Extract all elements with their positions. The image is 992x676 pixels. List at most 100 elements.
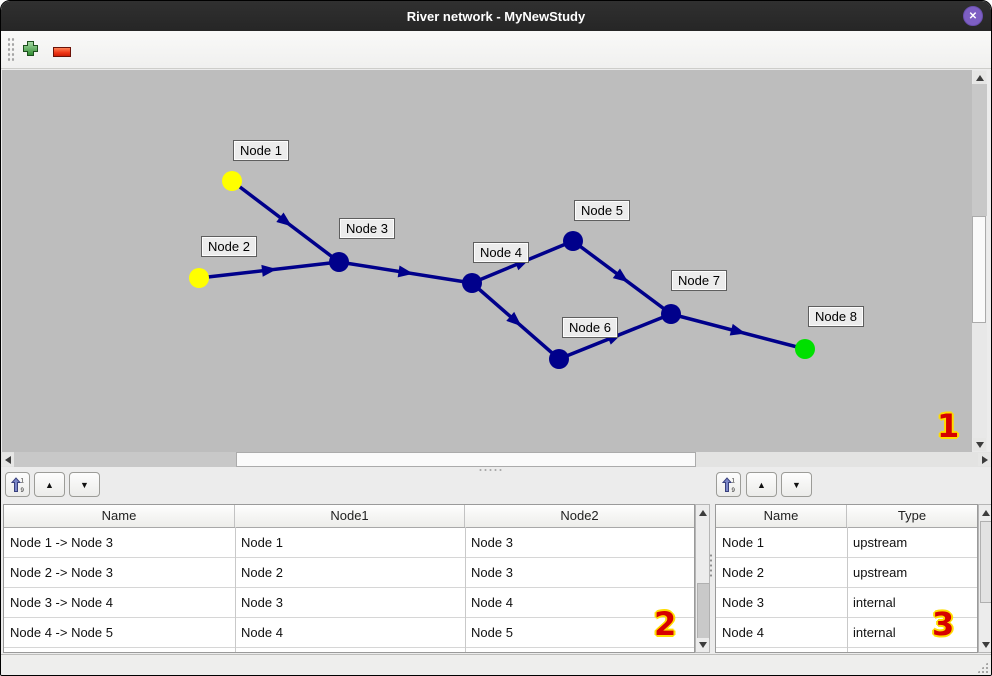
titlebar[interactable]: River network - MyNewStudy ✕ xyxy=(1,1,991,31)
node-node-1[interactable] xyxy=(222,171,242,191)
sort-ascending-icon: 1 9 xyxy=(10,477,25,493)
column-header[interactable]: Type xyxy=(897,508,927,523)
down-arrow-icon xyxy=(698,641,707,648)
cell: upstream xyxy=(853,565,908,580)
column-header[interactable]: Name xyxy=(716,505,847,527)
node-node-8[interactable] xyxy=(795,339,815,359)
scroll-down-button[interactable] xyxy=(979,638,991,651)
column-divider xyxy=(847,527,848,652)
close-icon: ✕ xyxy=(968,10,978,22)
cell: Node 1 xyxy=(241,535,283,550)
column-divider xyxy=(235,527,236,652)
flow-arrow-icon xyxy=(506,311,522,327)
node-node-6[interactable] xyxy=(549,349,569,369)
cell: Node 1 xyxy=(722,535,764,550)
scroll-down-button[interactable] xyxy=(973,438,986,451)
cell: internal xyxy=(853,595,896,610)
down-arrow-icon xyxy=(975,441,984,448)
column-divider xyxy=(465,527,466,652)
scroll-track xyxy=(972,323,987,438)
down-arrow-icon xyxy=(981,641,990,648)
scroll-thumb[interactable] xyxy=(236,452,696,467)
remove-node-button[interactable] xyxy=(53,44,71,62)
annotation-number: 1 xyxy=(937,407,960,445)
close-button[interactable]: ✕ xyxy=(963,6,983,26)
move-link-up-button[interactable]: ▲ xyxy=(34,472,65,497)
canvas-vertical-scrollbar[interactable] xyxy=(972,70,987,452)
node-node-7[interactable] xyxy=(661,304,681,324)
node-label: Node 7 xyxy=(671,270,727,291)
scroll-thumb[interactable] xyxy=(972,216,986,323)
cell: Node 2 -> Node 3 xyxy=(10,565,113,580)
up-arrow-icon xyxy=(698,509,707,516)
cell: Node 3 xyxy=(471,535,513,550)
scroll-up-button[interactable] xyxy=(696,506,709,519)
resize-grip-icon[interactable] xyxy=(977,662,988,673)
cell: Node 5 xyxy=(471,625,513,640)
cell: Node 3 xyxy=(241,595,283,610)
up-arrow-icon xyxy=(981,509,990,516)
horizontal-splitter-handle[interactable] xyxy=(478,468,504,472)
sort-links-button[interactable]: 1 9 xyxy=(5,472,30,497)
flow-arrow-icon xyxy=(612,268,629,283)
up-arrow-icon xyxy=(975,74,984,81)
scroll-up-button[interactable] xyxy=(979,506,991,519)
cell: Node 4 -> Node 5 xyxy=(10,625,113,640)
table-row[interactable]: Node 4 -> Node 5 Node 4 Node 5 xyxy=(4,618,694,648)
window-title: River network - MyNewStudy xyxy=(406,8,586,24)
move-node-down-button[interactable]: ▼ xyxy=(781,472,812,497)
table-row[interactable]: Node 1 -> Node 3 Node 1 Node 3 xyxy=(4,528,694,558)
annotation-number: 2 xyxy=(654,605,677,643)
up-triangle-icon: ▲ xyxy=(45,479,54,490)
main-toolbar xyxy=(1,31,991,69)
node-label: Node 1 xyxy=(233,140,289,161)
flow-arrow-icon xyxy=(261,264,277,277)
nodes-table-scrollbar[interactable] xyxy=(978,504,991,653)
annotation-number: 3 xyxy=(932,605,955,643)
node-label: Node 4 xyxy=(473,242,529,263)
node-node-4[interactable] xyxy=(462,273,482,293)
scroll-left-button[interactable] xyxy=(1,453,14,466)
node-label: Node 5 xyxy=(574,200,630,221)
column-header[interactable]: Name xyxy=(4,505,235,527)
table-row[interactable]: Node 4 internal xyxy=(716,618,977,648)
add-node-button[interactable] xyxy=(22,40,39,62)
scroll-track xyxy=(14,452,236,467)
toolbar-drag-handle-icon[interactable] xyxy=(7,37,15,62)
cell: Node 4 xyxy=(471,595,513,610)
column-header[interactable]: Node1 xyxy=(235,505,465,527)
move-node-up-button[interactable]: ▲ xyxy=(746,472,777,497)
move-link-down-button[interactable]: ▼ xyxy=(69,472,100,497)
scroll-right-button[interactable] xyxy=(978,453,991,466)
panel-splitter-handle[interactable] xyxy=(709,553,713,579)
network-graph xyxy=(189,171,815,369)
right-arrow-icon xyxy=(981,455,988,464)
cell: internal xyxy=(853,625,896,640)
scroll-track xyxy=(972,84,987,216)
node-label: Node 3 xyxy=(339,218,395,239)
scroll-up-button[interactable] xyxy=(973,71,986,84)
sort-ascending-icon: 1 9 xyxy=(721,477,736,493)
svg-text:1: 1 xyxy=(21,479,25,485)
cell: Node 4 xyxy=(241,625,283,640)
scroll-thumb[interactable] xyxy=(980,521,991,603)
canvas-horizontal-scrollbar[interactable] xyxy=(1,452,991,467)
column-header[interactable]: Node2 xyxy=(560,508,599,523)
flow-arrow-icon xyxy=(729,323,746,336)
node-node-2[interactable] xyxy=(189,268,209,288)
scroll-down-button[interactable] xyxy=(696,638,709,651)
cell: Node 1 -> Node 3 xyxy=(10,535,113,550)
sort-nodes-button[interactable]: 1 9 xyxy=(716,472,741,497)
links-table-scrollbar[interactable] xyxy=(695,504,710,653)
node-node-3[interactable] xyxy=(329,252,349,272)
scroll-thumb[interactable] xyxy=(697,583,710,639)
cell: Node 4 xyxy=(722,625,764,640)
node-node-5[interactable] xyxy=(563,231,583,251)
